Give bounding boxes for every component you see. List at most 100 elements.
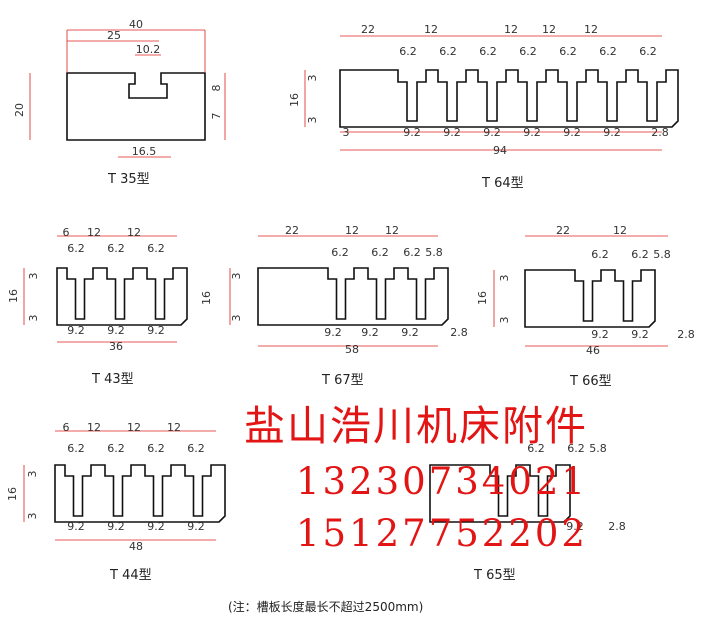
caption-t67: T 67型 <box>322 373 364 388</box>
label-t43-slot-0: 6.2 <box>67 242 85 255</box>
label-t64-top-1: 12 <box>424 23 438 36</box>
label-t64-bottom-4: 9.2 <box>563 126 581 139</box>
label-t64-slot-3: 6.2 <box>519 45 537 58</box>
label-t43-6: 6 <box>63 226 70 239</box>
label-t43-overall: 36 <box>109 340 123 353</box>
label-t35-25: 25 <box>107 29 121 42</box>
label-t66-2-8: 2.8 <box>677 328 695 341</box>
label-t35-slot: 10.2 <box>136 43 161 56</box>
caption-t66: T 66型 <box>570 374 612 389</box>
caption-t64: T 64型 <box>482 176 524 191</box>
label-t44-16: 16 <box>6 487 19 501</box>
phone-number-2: 15127752202 <box>296 512 588 555</box>
label-t65-slot-1: 6.2 <box>567 442 585 455</box>
label-t35-height: 20 <box>13 103 26 117</box>
label-t64-slot-6: 6.2 <box>639 45 657 58</box>
label-t66-12: 12 <box>613 224 627 237</box>
label-t44-slot-3: 6.2 <box>187 442 205 455</box>
label-t67-bottom-2: 9.2 <box>401 326 419 339</box>
label-t44-12c: 12 <box>167 421 181 434</box>
label-t64-slot-4: 6.2 <box>559 45 577 58</box>
caption-t35: T 35型 <box>108 172 150 187</box>
label-t67-3a: 3 <box>230 273 243 280</box>
label-t43-3b: 3 <box>27 315 40 322</box>
label-t64-bottom-2: 9.2 <box>483 126 501 139</box>
label-t64-3b: 3 <box>306 117 319 124</box>
caption-t43: T 43型 <box>92 372 134 387</box>
label-t66-22: 22 <box>556 224 570 237</box>
label-t67-22: 22 <box>285 224 299 237</box>
dimension-lines <box>23 29 668 541</box>
label-t43-bottom-0: 9.2 <box>67 324 85 337</box>
label-t43-12b: 12 <box>127 226 141 239</box>
label-t35-8: 8 <box>210 85 223 92</box>
label-t44-bottom-1: 9.2 <box>107 520 125 533</box>
label-t64-3a: 3 <box>306 75 319 82</box>
label-t66-3b: 3 <box>498 317 511 324</box>
label-t64-top-2: 12 <box>504 23 518 36</box>
label-t64-slot-2: 6.2 <box>479 45 497 58</box>
label-t35-7: 7 <box>210 113 223 120</box>
label-t66-slot-1: 6.2 <box>631 248 649 261</box>
label-t44-bottom-0: 9.2 <box>67 520 85 533</box>
profile-outlines <box>54 69 679 523</box>
label-t64-bottom-3: 9.2 <box>523 126 541 139</box>
label-t66-bottom-1: 9.2 <box>631 328 649 341</box>
outline-t44 <box>54 464 226 523</box>
label-t43-slot-2: 6.2 <box>147 242 165 255</box>
label-t67-slot-1: 6.2 <box>371 246 389 259</box>
label-t35-bottom: 16.5 <box>132 145 157 158</box>
outline-t35 <box>66 72 206 141</box>
label-t67-overall: 58 <box>345 343 359 356</box>
label-t67-5-8: 5.8 <box>425 246 443 259</box>
label-t67-3b: 3 <box>230 315 243 322</box>
label-t64-16: 16 <box>288 93 301 107</box>
label-t64-2-8: 2.8 <box>651 126 669 139</box>
label-t64-top-0: 22 <box>361 23 375 36</box>
label-t67-2-8: 2.8 <box>450 326 468 339</box>
label-t67-12a: 12 <box>345 224 359 237</box>
label-t64-slot-0: 6.2 <box>399 45 417 58</box>
label-t43-bottom-1: 9.2 <box>107 324 125 337</box>
label-t44-6: 6 <box>63 421 70 434</box>
label-t35-overall: 40 <box>129 18 143 31</box>
label-t67-16: 16 <box>200 291 213 305</box>
label-t66-5-8: 5.8 <box>653 248 671 261</box>
label-t43-3a: 3 <box>27 273 40 280</box>
caption-t44: T 44型 <box>110 568 152 583</box>
label-t65-bottom-0: 9.2 <box>566 520 584 533</box>
label-t44-slot-2: 6.2 <box>147 442 165 455</box>
label-t64-3c: 3 <box>343 126 350 139</box>
label-t66-3a: 3 <box>498 275 511 282</box>
label-t65-slot-0: 6.2 <box>527 442 545 455</box>
label-t64-slot-1: 6.2 <box>439 45 457 58</box>
outline-t64 <box>339 69 679 128</box>
label-t64-top-3: 12 <box>542 23 556 36</box>
label-t67-bottom-1: 9.2 <box>361 326 379 339</box>
label-t44-overall: 48 <box>129 540 143 553</box>
label-t64-bottom-5: 9.2 <box>603 126 621 139</box>
label-t65-5-8: 5.8 <box>589 442 607 455</box>
label-t66-slot-0: 6.2 <box>591 248 609 261</box>
label-t43-12a: 12 <box>87 226 101 239</box>
label-t44-bottom-3: 9.2 <box>187 520 205 533</box>
outline-t43 <box>56 267 188 326</box>
label-t67-slot-2: 6.2 <box>403 246 421 259</box>
phone-number-1: 13230734021 <box>296 460 588 503</box>
label-t44-12b: 12 <box>127 421 141 434</box>
outline-t65 <box>429 464 571 523</box>
outline-t66 <box>524 269 656 328</box>
label-t44-slot-0: 6.2 <box>67 442 85 455</box>
label-t64-overall: 94 <box>493 144 507 157</box>
label-t44-3a: 3 <box>26 471 39 478</box>
length-note: (注：槽板长度最长不超过2500mm) <box>228 600 424 614</box>
label-t66-overall: 46 <box>586 344 600 357</box>
outline-t67 <box>257 267 449 326</box>
label-t67-12b: 12 <box>385 224 399 237</box>
label-t43-16: 16 <box>7 289 20 303</box>
label-t64-slot-5: 6.2 <box>599 45 617 58</box>
company-name: 盐山浩川机床附件 <box>244 402 588 450</box>
